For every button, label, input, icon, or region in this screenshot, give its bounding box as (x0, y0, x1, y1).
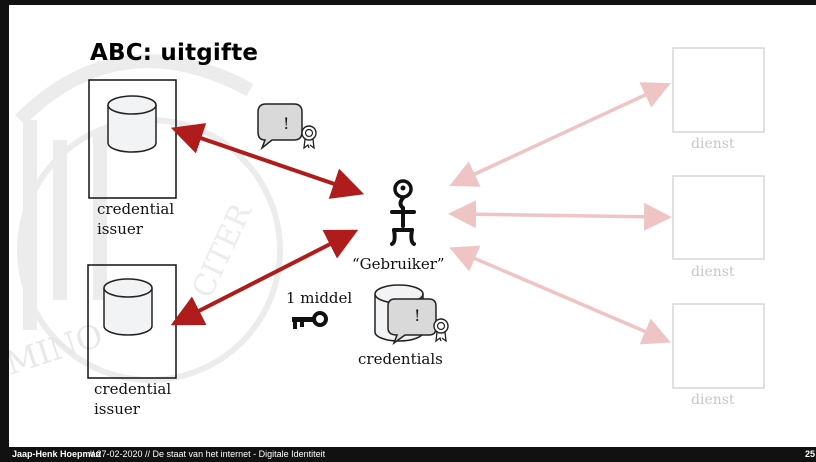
footer-author: Jaap-Henk Hoepman (12, 449, 102, 459)
footer-page-number: 25 (805, 449, 816, 459)
service-box-3 (672, 303, 765, 389)
arrow-user-service-2 (448, 200, 672, 231)
service-box-2 (672, 175, 765, 260)
frame-top (0, 0, 816, 5)
user-figure-icon (390, 179, 416, 246)
footer-bar: Jaap-Henk Hoepman // 27-02-2020 // De st… (0, 447, 816, 462)
badge-exclamation-wallet: ! (414, 306, 421, 325)
credentials-label: credentials (358, 350, 443, 368)
issuer-top-label-line2: issuer (97, 220, 143, 238)
issuer-top-box (88, 79, 177, 199)
service-box-1 (672, 47, 765, 133)
arrow-user-service-1 (449, 82, 671, 187)
slide-title: ABC: uitgifte (90, 40, 259, 66)
service-label-1: dienst (691, 136, 735, 152)
user-label: “Gebruiker” (352, 255, 445, 273)
credentials-wallet-icon (374, 284, 449, 346)
service-label-3: dienst (691, 392, 735, 408)
frame-left (0, 0, 9, 462)
arrow-issuer-bottom-user (170, 229, 359, 326)
key-label: 1 middel (286, 289, 353, 307)
issuer-top-label-line1: credential (97, 200, 175, 218)
issuer-bottom-box (87, 264, 177, 379)
key-icon (292, 311, 328, 329)
footer-details: // 27-02-2020 // De staat van het intern… (89, 449, 326, 459)
credential-badge-icon (257, 103, 317, 151)
arrow-issuer-top-user (170, 123, 365, 199)
issuer-bottom-label-line2: issuer (94, 400, 140, 418)
service-label-2: dienst (691, 264, 735, 280)
issuer-bottom-label-line1: credential (94, 380, 172, 398)
arrow-user-service-3 (449, 245, 671, 345)
badge-exclamation-top: ! (283, 114, 290, 133)
